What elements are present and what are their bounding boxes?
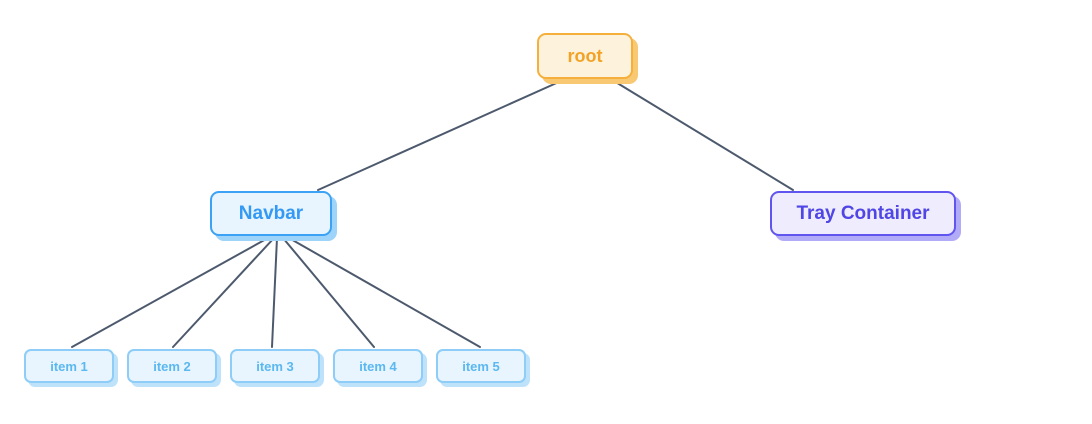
edge-navbar-to-item1 [71,237,269,348]
node-item-3-label: item 3 [256,358,294,374]
node-item-4[interactable]: item 4 [333,349,423,383]
node-item-4-label: item 4 [359,358,397,374]
edge-navbar-to-item4 [282,237,375,348]
node-navbar[interactable]: Navbar [210,191,332,236]
node-item-5[interactable]: item 5 [436,349,526,383]
edge-root-to-tray [613,80,794,191]
node-item-5-label: item 5 [462,358,500,374]
node-root[interactable]: root [537,33,633,79]
node-item-3[interactable]: item 3 [230,349,320,383]
node-tray-container-label: Tray Container [796,203,930,224]
edge-navbar-to-item3 [271,237,278,348]
edge-navbar-to-item2 [172,237,275,348]
node-root-label: root [567,46,603,66]
node-navbar-label: Navbar [238,203,304,224]
node-item-1[interactable]: item 1 [24,349,114,383]
edge-navbar-to-item5 [288,237,481,348]
edge-root-to-navbar [317,80,562,191]
node-tray-container[interactable]: Tray Container [770,191,956,236]
node-item-2-label: item 2 [153,358,191,374]
node-item-1-label: item 1 [50,358,88,374]
node-item-2[interactable]: item 2 [127,349,217,383]
